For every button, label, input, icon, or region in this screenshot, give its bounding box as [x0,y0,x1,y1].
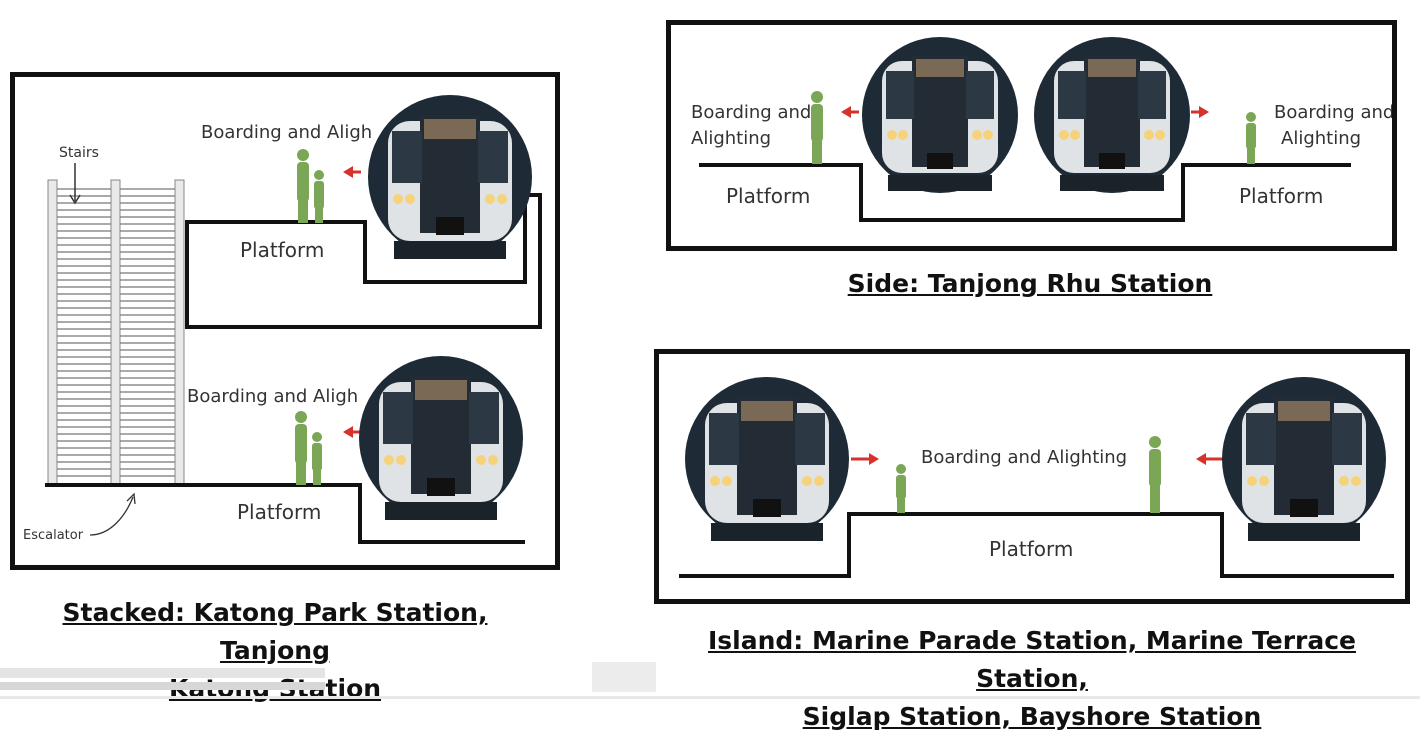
stacked-caption-line1: Stacked: Katong Park Station, Tanjong [62,598,488,665]
side-right-boarding-line2: Alighting [1281,128,1361,149]
upper-train-icon [368,95,532,259]
island-right-passenger [1149,436,1161,513]
lower-platform-outline [45,483,525,544]
island-station-diagram: Platform Boarding and Alighting [654,349,1410,604]
side-right-boarding-line1: Boarding and [1274,102,1392,123]
island-boarding-label: Boarding and Alighting [921,447,1127,468]
lower-passenger-figures [295,411,322,485]
side-train-left-icon [862,37,1018,193]
side-caption: Side: Tanjong Rhu Station [847,269,1213,298]
island-train-right-icon [1222,377,1386,541]
side-left-boarding-line1: Boarding and [691,102,811,123]
island-left-passenger [896,464,906,513]
stacked-station-diagram: Stairs Platform Boarding and Aligh Platf… [10,72,560,570]
stairs-structure [47,179,185,486]
side-station-diagram: Platform Platform Boarding and Alighting… [666,20,1397,251]
lower-platform-label: Platform [237,500,321,524]
island-platform-outline [679,512,1394,578]
background-street-strip [0,662,1420,699]
side-platform-outline [699,163,1351,222]
upper-boarding-label: Boarding and Aligh [201,122,372,143]
side-train-right-icon [1034,37,1190,193]
stairs-label: Stairs [59,145,99,161]
lower-boarding-label: Boarding and Aligh [187,386,358,407]
lower-train-icon [359,356,523,520]
stacked-diagram-svg: Stairs Platform Boarding and Aligh Platf… [23,95,542,544]
side-left-passenger [811,91,823,164]
side-diagram-svg: Platform Platform Boarding and Alighting… [691,37,1392,222]
island-diagram-svg: Platform Boarding and Alighting [679,377,1394,578]
island-platform-label: Platform [989,537,1073,561]
side-right-platform-label: Platform [1239,184,1323,208]
escalator-label: Escalator [23,528,84,543]
upper-passenger-figures [297,149,324,223]
island-caption-line1: Island: Marine Parade Station, Marine Te… [707,626,1356,693]
stair-steps [57,188,175,477]
side-right-passenger [1246,112,1256,164]
side-left-boarding-line2: Alighting [691,128,771,149]
island-train-left-icon [685,377,849,541]
side-left-platform-label: Platform [726,184,810,208]
upper-platform-label: Platform [240,238,324,262]
